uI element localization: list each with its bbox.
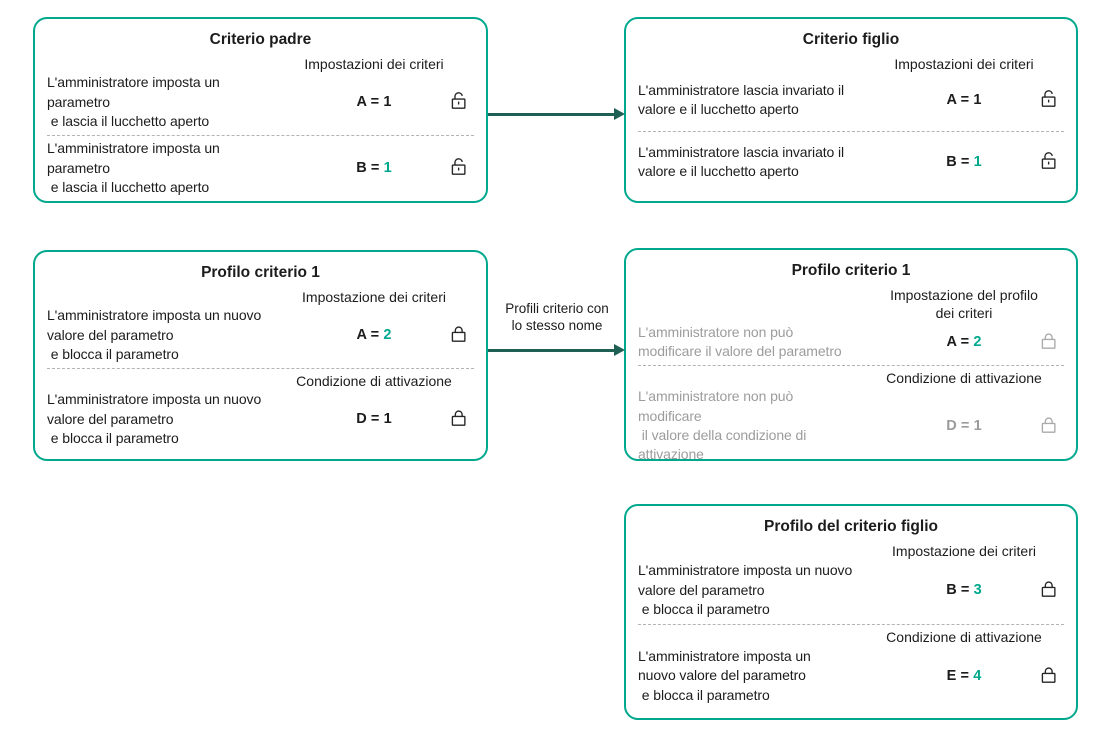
arrow-head-icon	[614, 344, 625, 356]
policy-profile-parent-box: Profilo criterio 1 Impostazione dei crit…	[33, 250, 488, 461]
open-lock-icon	[448, 156, 470, 178]
settings-section-label: Impostazioni dei criteri	[304, 56, 444, 73]
setting-row: Impostazione del profilo dei criteri L'a…	[638, 283, 1064, 365]
setting-description: L'amministratore imposta un nuovo valore…	[47, 391, 262, 447]
arrow-line	[488, 349, 616, 352]
setting-row: Condizione di attivazione L'amministrato…	[638, 365, 1064, 468]
setting-value: D = 1	[356, 411, 392, 428]
setting-row: L'amministratore lascia invariato il val…	[638, 131, 1064, 193]
setting-description: L'amministratore non può modificare il v…	[638, 388, 807, 463]
setting-description: L'amministratore imposta un nuovo valore…	[638, 562, 853, 617]
setting-value: A = 2	[356, 327, 392, 344]
setting-value: A = 2	[946, 333, 982, 350]
profile-to-profile-arrow	[488, 343, 625, 358]
settings-section-label: Impostazioni dei criteri	[894, 56, 1034, 73]
settings-section-label: Impostazione dei criteri	[892, 543, 1036, 560]
arrow-line	[488, 113, 616, 116]
profile-arrow-label: Profili criterio con lo stesso nome	[505, 301, 609, 334]
setting-value: B = 3	[946, 582, 982, 599]
open-lock-icon	[1038, 150, 1060, 172]
settings-section-label: Condizione di attivazione	[296, 373, 452, 390]
setting-description: L'amministratore imposta un parametro e …	[47, 140, 220, 195]
parent-policy-box: Criterio padre Impostazioni dei criteri …	[33, 17, 488, 203]
closed-lock-icon	[1038, 664, 1060, 686]
setting-row: L'amministratore imposta un parametro e …	[47, 135, 474, 201]
settings-section-label: Impostazione del profilo dei criteri	[890, 287, 1038, 322]
setting-description: L'amministratore imposta un parametro e …	[47, 74, 220, 129]
setting-description: L'amministratore imposta un nuovo valore…	[47, 307, 262, 362]
box-title: Profilo del criterio figlio	[764, 518, 938, 535]
settings-section-label: Condizione di attivazione	[886, 370, 1042, 387]
setting-value: B = 1	[356, 160, 392, 177]
box-title: Criterio figlio	[802, 31, 900, 48]
policy-profile-child-box: Profilo criterio 1 Impostazione del prof…	[624, 248, 1078, 462]
setting-value: A = 1	[946, 92, 982, 109]
setting-value: B = 1	[946, 154, 982, 171]
setting-value: A = 1	[356, 94, 392, 111]
box-title: Profilo criterio 1	[201, 264, 320, 281]
settings-section-label: Impostazione dei criteri	[302, 289, 446, 306]
setting-description: L'amministratore lascia invariato il val…	[638, 143, 845, 180]
arrow-head-icon	[614, 108, 625, 120]
setting-row: Impostazione dei criteri L'amministrator…	[638, 539, 1064, 624]
child-policy-box: Criterio figlio Impostazioni dei criteri…	[624, 17, 1078, 203]
setting-value: D = 1	[946, 417, 982, 434]
setting-row: Condizione di attivazione L'amministrato…	[47, 368, 474, 452]
open-lock-icon	[1038, 88, 1060, 110]
setting-row: Impostazioni dei criteri L'amministrator…	[47, 52, 474, 135]
child-policy-profile-box: Profilo del criterio figlio Impostazione…	[624, 504, 1078, 720]
setting-description: L'amministratore imposta un nuovo valore…	[638, 648, 811, 703]
closed-lock-icon	[448, 407, 470, 429]
box-title: Criterio padre	[209, 31, 312, 48]
setting-row: Impostazioni dei criteri L'amministrator…	[638, 52, 1064, 131]
box-title: Profilo criterio 1	[791, 262, 911, 279]
setting-description: L'amministratore non può modificare il v…	[638, 323, 842, 359]
setting-description: L'amministratore lascia invariato il val…	[638, 81, 845, 118]
settings-section-label: Condizione di attivazione	[886, 629, 1042, 646]
parent-to-child-arrow	[488, 107, 625, 122]
closed-lock-icon	[1038, 578, 1060, 600]
closed-lock-icon	[1038, 330, 1060, 352]
setting-row: Condizione di attivazione L'amministrato…	[638, 624, 1064, 710]
open-lock-icon	[448, 90, 470, 112]
setting-value: E = 4	[946, 668, 982, 685]
closed-lock-icon	[448, 323, 470, 345]
setting-row: Impostazione dei criteri L'amministrator…	[47, 285, 474, 368]
closed-lock-icon	[1038, 414, 1060, 436]
